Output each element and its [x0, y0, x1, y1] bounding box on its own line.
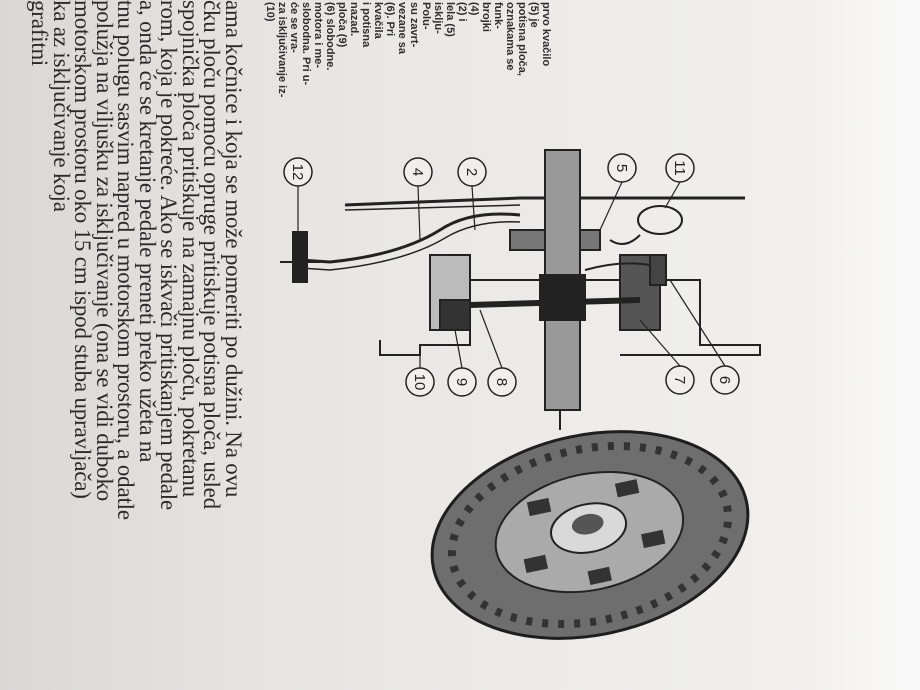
svg-text:4: 4: [409, 168, 426, 176]
text-line: kvačila: [372, 2, 384, 39]
text-line: vezane sa: [396, 2, 408, 54]
text-line: brojki: [480, 2, 492, 32]
text-line: isklju-: [432, 2, 444, 34]
text-line: prvo kvačilo: [540, 2, 552, 67]
svg-text:6: 6: [716, 376, 733, 384]
text-line: i potisna: [360, 2, 372, 48]
part-label-6: 6: [710, 365, 740, 395]
side-column-text: prvo kvačilo (5) je potisna ploča, oznak…: [264, 2, 552, 152]
part-label-10: 10: [405, 367, 435, 397]
text-line: slobodna. Pri u-: [300, 2, 312, 86]
text-line: (6). Pri: [384, 2, 396, 37]
part-labels: 12 4 2 5 11 6 7 8 9 10: [283, 153, 740, 397]
clutch-cross-section: [280, 149, 761, 430]
part-label-8: 8: [487, 367, 517, 397]
text-line: motora i me-: [312, 2, 324, 69]
text-line: lela (5): [444, 2, 456, 37]
part-label-4: 4: [403, 157, 433, 187]
svg-text:9: 9: [453, 378, 470, 386]
text-line: oznakama se: [504, 2, 516, 71]
text-line: za isključivanje iz-: [276, 2, 288, 98]
text-line: su zavrt-: [408, 2, 420, 48]
svg-text:8: 8: [493, 378, 510, 386]
svg-text:5: 5: [613, 164, 630, 172]
svg-text:10: 10: [411, 374, 428, 391]
text-line: će se vra-: [288, 2, 300, 53]
part-label-7: 7: [665, 365, 695, 395]
text-line: (5) je: [528, 2, 540, 28]
svg-text:7: 7: [671, 376, 688, 384]
text-line: (6) slobodne.: [324, 2, 336, 71]
part-label-12: 12: [283, 157, 313, 187]
clutch-disc-illustration: [430, 430, 750, 640]
text-line: potisna ploča,: [516, 2, 528, 76]
text-line: (4): [468, 2, 480, 16]
text-line: (10): [264, 2, 276, 22]
svg-text:2: 2: [463, 168, 480, 176]
part-label-11: 11: [665, 153, 695, 183]
svg-text:11: 11: [671, 160, 688, 176]
text-line: (2) i: [456, 2, 468, 22]
part-label-5: 5: [607, 153, 637, 183]
text-line: Polu-: [420, 2, 432, 30]
text-line: nazad.: [348, 2, 360, 37]
text-line: ploča (9): [336, 2, 348, 48]
svg-text:12: 12: [289, 164, 306, 181]
page-edge-shadow: [800, 0, 920, 690]
label-leaders: [297, 181, 726, 369]
text-line: funk-: [492, 2, 504, 29]
part-label-2: 2: [457, 157, 487, 187]
part-label-9: 9: [447, 367, 477, 397]
